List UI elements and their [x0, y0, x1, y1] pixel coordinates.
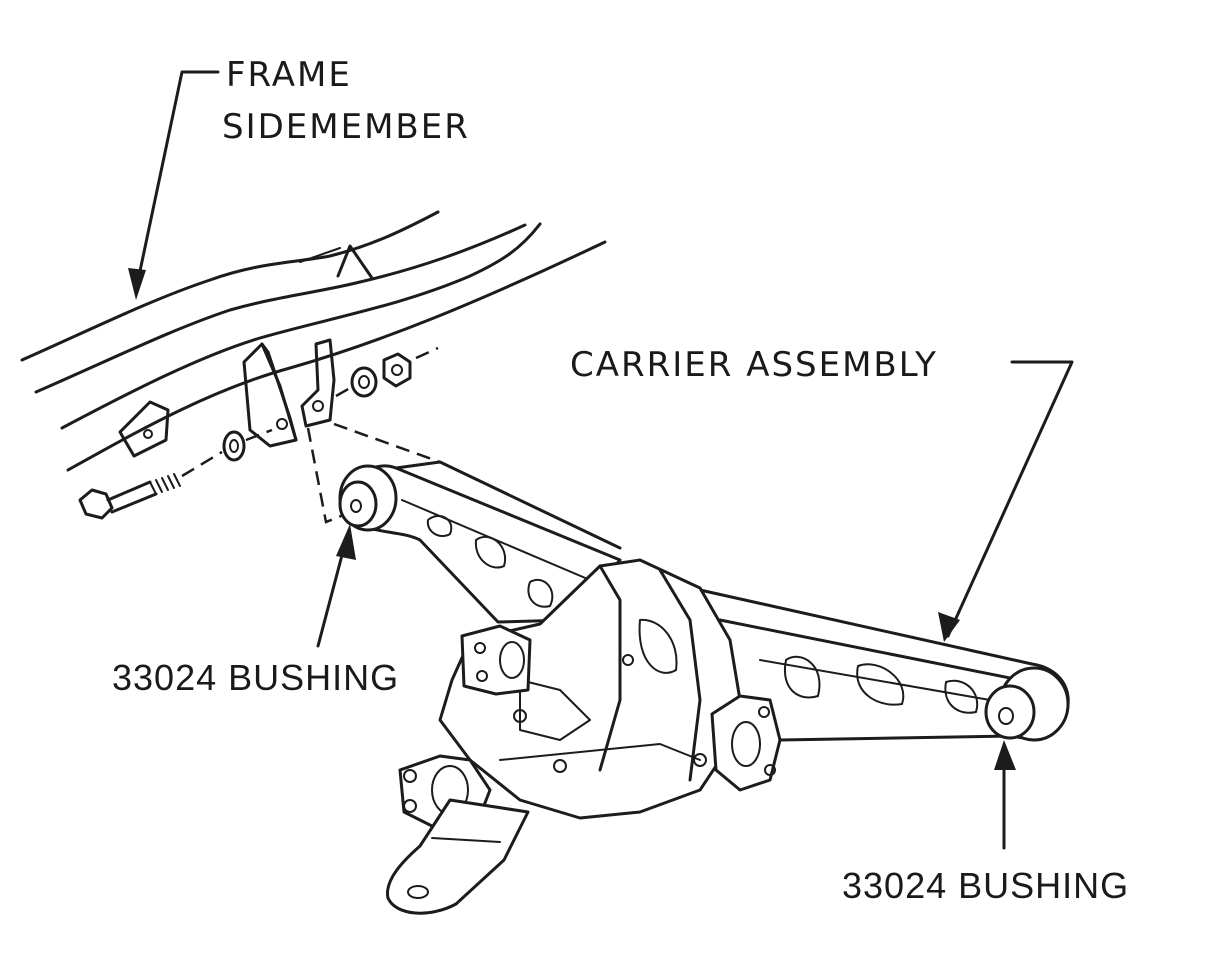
frame-sidemember-label-line1: FRAME	[226, 55, 352, 95]
frame-sidemember	[20, 210, 607, 472]
nut	[382, 352, 412, 388]
frame-leader-arrow	[128, 70, 220, 300]
right-yoke	[710, 694, 782, 792]
washer-right	[350, 366, 378, 398]
bushing-right-part	[984, 666, 1070, 742]
bushing-left-part	[338, 464, 398, 532]
left-flange	[460, 624, 532, 696]
bushing-right-arrow	[994, 740, 1016, 850]
mounting-bolt	[78, 450, 223, 520]
washer-left	[222, 430, 246, 462]
bushing-left-arrow	[316, 524, 356, 648]
carrier-leader-arrow	[938, 360, 1074, 642]
bushing-left-label: 33024 BUSHING	[112, 657, 399, 698]
carrier-assembly-label: CARRIER ASSEMBLY	[570, 345, 938, 385]
mounting-bracket	[118, 338, 336, 458]
frame-sidemember-label-line2: SIDEMEMBER	[222, 107, 470, 147]
lower-mounting-arm	[386, 798, 530, 915]
carrier-assembly	[338, 460, 1070, 915]
differential-housing	[438, 558, 742, 820]
bushing-right-label: 33024 BUSHING	[842, 865, 1129, 906]
